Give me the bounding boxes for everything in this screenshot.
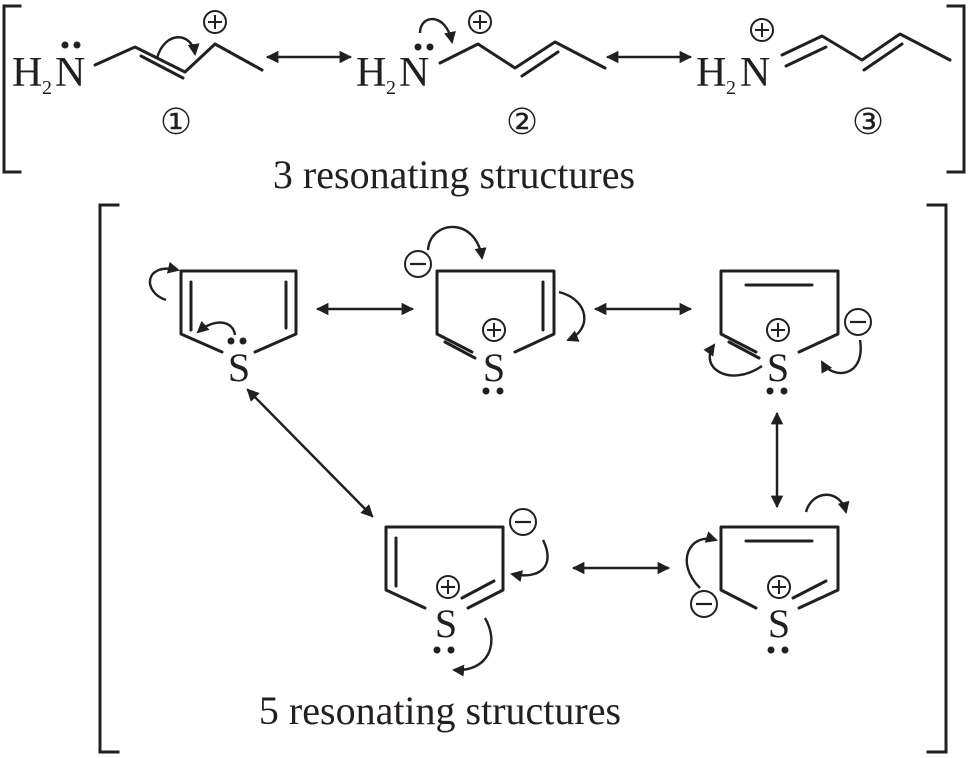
positive-charge-icon	[766, 318, 790, 342]
curved-arrow	[452, 617, 493, 677]
structure-number-3: ③	[852, 102, 884, 142]
lone-pair-dot	[496, 387, 504, 395]
nitrogen-atom: N	[740, 50, 770, 96]
h-atom: H	[12, 50, 42, 96]
lone-pair-dot	[781, 646, 789, 654]
ring-bonds	[719, 269, 840, 354]
negative-charge-icon	[508, 507, 538, 537]
thiophene-structure-c: S	[703, 269, 873, 395]
ring-bonds	[179, 269, 298, 354]
ring-bonds	[384, 525, 505, 610]
thiophene-structure-d: S	[384, 507, 549, 677]
positive-charge-icon	[767, 575, 791, 599]
positive-charge-icon	[750, 18, 774, 42]
positive-charge-icon	[436, 575, 460, 599]
aminobutadiene-structure-3: H 2 N ③	[696, 18, 952, 142]
double-bond-line	[520, 50, 560, 78]
lone-pair-dot	[426, 43, 434, 51]
double-bond-line	[727, 340, 761, 360]
lone-pair-dot	[414, 43, 422, 51]
top-bracket-group	[2, 4, 966, 174]
aminobutadiene-structure-2: H 2 N ②	[356, 10, 607, 142]
positive-charge-icon	[203, 10, 227, 34]
double-bond-line	[443, 340, 477, 360]
curved-arrow	[804, 493, 850, 514]
curved-arrow	[558, 290, 586, 342]
curved-arrow	[155, 36, 200, 59]
lone-pair-dot	[482, 387, 490, 395]
lone-pair-dot	[61, 41, 69, 49]
sulfur-atom: S	[228, 345, 250, 390]
curved-arrow	[510, 539, 549, 582]
top-caption: 3 resonating structures	[273, 152, 635, 197]
resonance-arrow	[246, 388, 374, 518]
positive-charge-icon	[482, 318, 506, 342]
curved-arrow	[685, 531, 718, 589]
nitrogen-atom: N	[399, 50, 429, 96]
ring-bonds	[435, 269, 556, 354]
bottom-right-bracket	[926, 203, 948, 754]
nitrogen-atom: N	[55, 50, 85, 96]
curved-arrow	[703, 343, 763, 377]
h-subscript: 2	[386, 77, 396, 99]
h-atom: H	[696, 50, 726, 96]
carbon-chain	[780, 32, 952, 62]
h-atom: H	[356, 50, 386, 96]
lone-pair-dot	[227, 337, 235, 345]
sulfur-atom: S	[435, 601, 457, 646]
lone-pair-dot	[239, 337, 247, 345]
bottom-bracket-group	[98, 203, 948, 754]
top-left-bracket	[2, 4, 22, 174]
sulfur-atom: S	[483, 345, 505, 390]
iminium-double-bond-line	[784, 45, 828, 68]
sulfur-atom: S	[768, 601, 790, 646]
lone-pair-dot	[73, 41, 81, 49]
sulfur-atom: S	[767, 345, 789, 390]
structure-number-1: ①	[160, 102, 192, 142]
double-bond-line	[460, 579, 496, 600]
thiophene-structure-a: S	[148, 261, 298, 390]
double-bond-line	[139, 54, 185, 80]
curved-arrow	[820, 339, 862, 375]
lone-pair-dot	[780, 387, 788, 395]
structure-number-2: ②	[506, 102, 538, 142]
aminobutadiene-structure-1: H 2 N ①	[12, 10, 264, 142]
lone-pair-dot	[447, 646, 455, 654]
bottom-left-bracket	[98, 203, 120, 754]
h-subscript: 2	[42, 77, 52, 99]
double-bond-line	[791, 579, 828, 600]
lone-pair-dot	[766, 387, 774, 395]
thiophene-structure-e: S	[685, 493, 850, 654]
curved-arrow	[426, 225, 487, 260]
negative-charge-icon	[689, 589, 719, 619]
carbon-chain	[438, 40, 607, 70]
positive-charge-icon	[468, 10, 492, 34]
lone-pair-dot	[433, 646, 441, 654]
top-right-bracket	[946, 4, 966, 174]
thiophene-structure-b: S	[403, 225, 586, 395]
curved-arrow	[418, 17, 456, 44]
negative-charge-icon	[403, 249, 433, 279]
bottom-caption: 5 resonating structures	[259, 688, 621, 733]
ring-bonds	[719, 525, 840, 610]
double-bond-line	[862, 42, 904, 72]
curved-arrow	[148, 261, 180, 302]
h-subscript: 2	[726, 77, 736, 99]
carbon-chain	[93, 42, 264, 74]
curved-arrow	[196, 320, 237, 336]
negative-charge-icon	[843, 307, 873, 337]
lone-pair-dot	[767, 646, 775, 654]
